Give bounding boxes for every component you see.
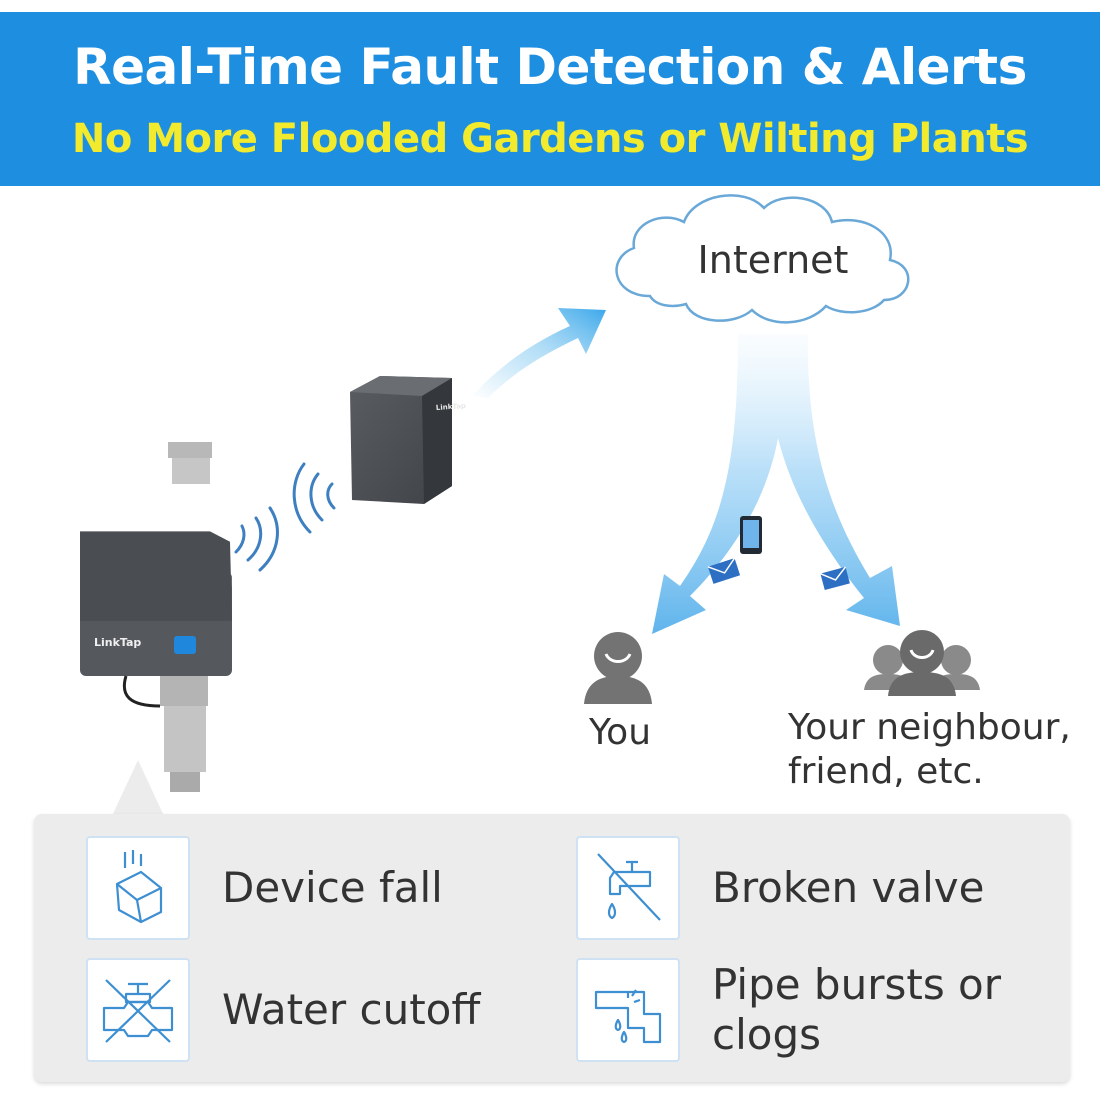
device-logo-icon: LinkTap [94, 636, 141, 649]
wireless-signal-icon [292, 462, 336, 534]
person-icon [584, 632, 652, 704]
falling-box-icon [86, 836, 190, 940]
split-arrow-icon [652, 334, 900, 634]
callout-pointer [112, 760, 164, 816]
page-subtitle: No More Flooded Gardens or Wilting Plant… [71, 116, 1029, 162]
internet-label: Internet [697, 238, 849, 282]
upload-arrow-icon [472, 308, 606, 398]
group-icon [864, 630, 980, 696]
crossed-valve-icon [86, 958, 190, 1062]
broken-faucet-icon [576, 836, 680, 940]
fault-item-water-cutoff: Water cutoff [86, 958, 480, 1062]
fault-label: Device fall [222, 863, 443, 912]
fault-label: Broken valve [712, 863, 985, 912]
fault-item-pipe-burst: Pipe bursts or clogs [576, 958, 1001, 1062]
envelope-icon [707, 557, 741, 584]
recipient-others-label: Your neighbour, friend, etc. [788, 707, 1071, 792]
leaking-pipe-icon [576, 958, 680, 1062]
gateway-hub-device: LinkTap [350, 376, 466, 504]
recipient-you-label: You [588, 712, 652, 753]
fault-item-device-fall: Device fall [86, 836, 443, 940]
diagram-graphics: LinkTap LinkTap [80, 194, 980, 792]
gateway-logo-icon: LinkTap [436, 402, 467, 412]
water-timer-device: LinkTap [80, 442, 232, 792]
fault-types-panel: Device fall Broken valve Water cutoff [34, 814, 1070, 1082]
wireless-signal-icon [234, 506, 279, 572]
fault-item-broken-valve: Broken valve [576, 836, 984, 940]
fault-label: Water cutoff [222, 985, 481, 1034]
page-title: Real-Time Fault Detection & Alerts [73, 38, 1027, 96]
diagram-scene: LinkTap LinkTap Internet Yo [0, 186, 1100, 816]
fault-label: Pipe bursts or clogs [712, 960, 1002, 1059]
internet-cloud-icon [615, 194, 910, 324]
smartphone-icon [740, 516, 762, 554]
envelope-icon [820, 566, 850, 591]
header-banner: Real-Time Fault Detection & Alerts No Mo… [0, 12, 1100, 186]
